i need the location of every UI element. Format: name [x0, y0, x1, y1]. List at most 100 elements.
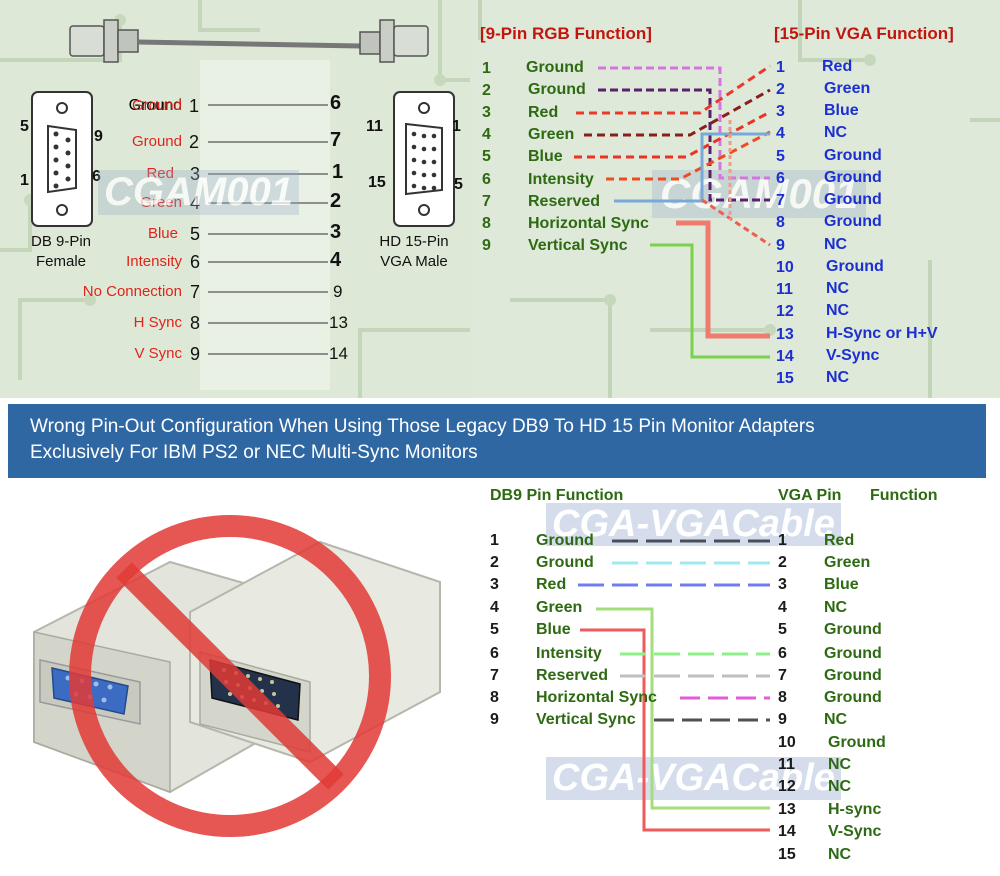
rgb-pin-number: 4	[482, 126, 491, 143]
vga-pin-number: 11	[776, 281, 793, 298]
vga-pin-label: H-sync	[828, 801, 882, 818]
vga-pin-number: 8	[776, 214, 785, 231]
left-header: [9-Pin RGB Function]	[480, 24, 652, 43]
vga-pin-number: 5	[778, 621, 787, 638]
vga-pin-label: Ground	[824, 169, 882, 186]
vga-pin-number: 6	[330, 92, 342, 114]
db9-pin-number: 5	[190, 224, 201, 244]
header-function: Function	[870, 487, 938, 504]
db9-pin-label: Red	[536, 576, 567, 593]
vga-pin-label: Green	[824, 554, 871, 571]
db9-pin-number: 4	[490, 599, 499, 616]
vga-pin-label: NC	[824, 236, 848, 253]
vga-pin-number: 6	[776, 170, 785, 187]
vga-pin-number: 1	[332, 161, 344, 183]
db9-pin-number: 6	[190, 252, 201, 272]
vga-pin-label: Ground	[824, 191, 882, 208]
row-label: No Connection	[82, 283, 182, 300]
vga-pin-label: NC	[828, 778, 852, 795]
vga-pin-label: Red	[824, 532, 855, 549]
db9-pin-label: Vertical Sync	[536, 711, 636, 728]
row-label: Blue	[147, 225, 178, 242]
vga-pin-number: 12	[776, 303, 794, 320]
db9-pin-number: 3	[190, 164, 201, 184]
vga-pin-label: Ground	[826, 258, 884, 275]
vga-pin-number: 11	[778, 756, 795, 773]
vga-pin-number: 10	[776, 259, 794, 276]
rgb-pin-label: Reserved	[528, 193, 601, 210]
vga-corner-label: 15	[368, 174, 386, 191]
vga-pin-label: Ground	[824, 147, 882, 164]
db9-caption-line2: Female	[35, 253, 87, 270]
db9-female-connector	[31, 91, 93, 227]
vga-pin-number: 9	[778, 711, 787, 728]
warning-banner: Wrong Pin-Out Configuration When Using T…	[8, 404, 986, 478]
vga-pin-number: 8	[778, 689, 787, 706]
vga-pin-label: NC	[824, 599, 848, 616]
vga-pin-number: 9	[776, 237, 785, 254]
vga-pin-label: V-Sync	[828, 823, 882, 840]
vga-caption-line1: HD 15-Pin	[379, 233, 449, 250]
db9-pin-number: 8	[490, 689, 499, 706]
vga-pin-number: 14	[778, 823, 796, 840]
db9-pin-label: Ground	[536, 554, 594, 571]
vga-pin-number: 6	[778, 645, 787, 662]
vga-pin-label: NC	[828, 756, 852, 773]
vga-pin-number: 2	[778, 554, 787, 571]
vga-caption: HD 15-Pin VGA Male	[372, 232, 456, 272]
db9-pin-label: Horizontal Sync	[536, 689, 657, 706]
rgb-pin-number: 7	[482, 193, 491, 210]
vga-pin-label: Ground	[824, 667, 882, 684]
db9-pin-label: Reserved	[536, 667, 609, 684]
vga-pin-number: 7	[778, 667, 787, 684]
row-label: Red	[146, 165, 174, 182]
vga-pin-label: Ground	[824, 689, 882, 706]
vga-pin-number: 14	[776, 348, 794, 365]
banner-line2: Exclusively For IBM PS2 or NEC Multi-Syn…	[30, 442, 478, 463]
db9-pin-label: Intensity	[536, 645, 602, 662]
vga-pin-number: 4	[778, 599, 787, 616]
db9-pin-label: Ground	[536, 532, 594, 549]
vga-corner-label: 11	[366, 118, 383, 135]
vga-corner-label: 5	[454, 176, 463, 193]
rgb-pin-number: 8	[482, 215, 491, 232]
vga-pin-label: Ground	[828, 734, 886, 751]
rgb-pin-number: 5	[482, 148, 491, 165]
row-label: Intensity	[126, 253, 182, 270]
vga-pin-number: 1	[776, 59, 785, 76]
rgb-pin-number: 1	[482, 60, 491, 77]
rgb-pin-label: Vertical Sync	[528, 237, 628, 254]
db9-pin-label: Blue	[536, 621, 571, 638]
db9-pin-number: 7	[190, 282, 201, 302]
pin-connection-lines	[208, 104, 328, 355]
vga-corner-label: 1	[452, 118, 461, 135]
rgb-pin-label: Intensity	[528, 171, 594, 188]
vga-pin-label: NC	[826, 280, 850, 297]
db9-to-vga-pinout-panel: 5 9 1 6 DB 9-Pin Female 11 1 15 5 HD 15-…	[0, 0, 470, 398]
vga-pin-number: 13	[778, 801, 796, 818]
rgb-pin-label: Green	[528, 126, 575, 143]
vga-pin-number: 3	[776, 103, 785, 120]
vga-pin-number: 12	[778, 778, 796, 795]
vga-pin-number: 3	[778, 576, 787, 593]
db9-pin-number: 2	[490, 554, 499, 571]
rgb-pin-number: 2	[482, 82, 491, 99]
vga-pin-label: Red	[822, 58, 853, 75]
db9-corner-label: 1	[20, 172, 29, 189]
vga-male-connector	[393, 91, 455, 227]
db9-corner-label: 9	[94, 128, 103, 145]
db9-pin-number: 9	[190, 344, 201, 364]
vga-pin-label: Green	[824, 80, 871, 97]
watermark: CGA-VGACable	[546, 757, 841, 800]
vga-pin-label: Blue	[824, 102, 859, 119]
vga-pin-label: Blue	[824, 576, 859, 593]
vga-pin-label: H-Sync or H+V	[826, 325, 938, 342]
vga-pin-label: Ground	[824, 621, 882, 638]
vga-pin-label: NC	[828, 846, 852, 863]
db9-corner-label: 6	[92, 168, 101, 185]
row-label: Ground	[128, 97, 182, 114]
vga-pin-number: 3	[330, 221, 342, 243]
vga-pin-number: 9	[333, 282, 343, 301]
db9-pin-number: 6	[490, 645, 499, 662]
vga-pin-label: NC	[826, 369, 850, 386]
